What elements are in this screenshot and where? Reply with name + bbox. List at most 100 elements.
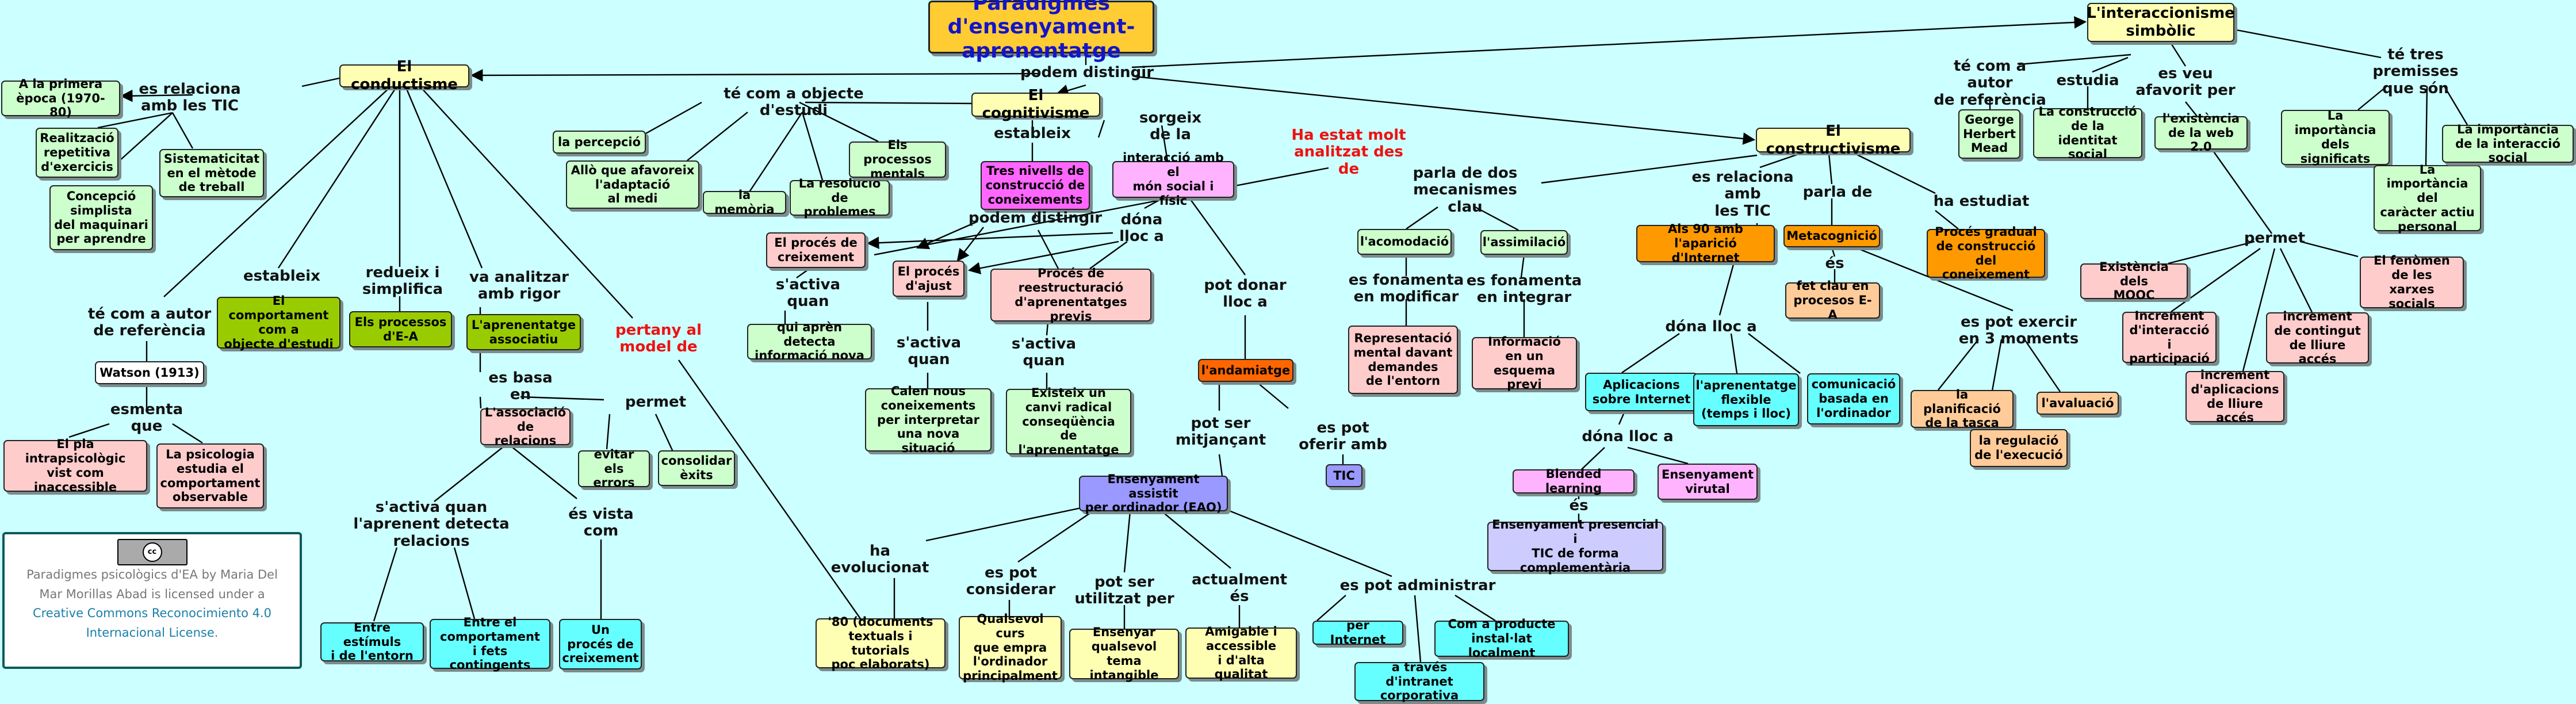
metacognicio-node[interactable]: Metacognició — [1783, 225, 1880, 247]
link-te-autor-int: té com a autor de referència — [1934, 58, 2046, 109]
aplicacions-internet-node[interactable]: Aplicacions sobre Internet — [1585, 373, 1698, 411]
estimuls-entorn-node[interactable]: Entre estímuls i de l'entorn — [320, 621, 424, 663]
avaluacio-node[interactable]: l'avaluació — [2037, 392, 2119, 415]
license-text-line2: Mar Morillas Abad is licensed under a — [39, 587, 265, 601]
qualsevol-curs-node[interactable]: Qualsevol curs que empra l'ordinador pri… — [959, 612, 1062, 683]
reestructuracio-node[interactable]: Procés de reestructuració d'aprenentatge… — [990, 266, 1151, 323]
importancia-actiu-node[interactable]: La importància del caràcter actiu person… — [2374, 163, 2481, 234]
creative-commons-badge-icon[interactable]: cc — [117, 539, 187, 565]
blended-node[interactable]: Blended learning — [1513, 467, 1635, 495]
primera-epoca-node[interactable]: A la primera època (1970-80) — [1, 77, 120, 119]
link-sactiva1: s'activa quan — [775, 276, 841, 310]
processos-mentals-node[interactable]: Els processos mentals — [849, 138, 946, 181]
presencial-node[interactable]: Ensenyament presencial i TIC de forma co… — [1487, 518, 1663, 575]
ensenyar-node[interactable]: Ensenyar qualsevol tema intangible — [1069, 625, 1179, 682]
link-fonamenta-modificar: es fonamenta en modificar — [1348, 271, 1464, 305]
link-dona-lloc-tic: dóna lloc a — [1665, 318, 1757, 336]
sistematicitat-node[interactable]: Sistematicitat en el mètode de treball — [159, 149, 264, 197]
informacio-node[interactable]: Informació en un esquema previ — [1472, 335, 1577, 391]
aprenentatge-associatiu-node[interactable]: L'aprenentatge associatiu — [466, 314, 581, 350]
importancia-significats-node[interactable]: La importància dels significats — [2281, 109, 2390, 166]
interaccionisme-node[interactable]: L'interaccionisme simbòlic — [2087, 3, 2235, 42]
link-te-autor-con: té com a autor de referència — [87, 305, 212, 339]
watson-node[interactable]: Watson (1913) — [95, 361, 204, 384]
tic-node[interactable]: TIC — [1326, 464, 1362, 487]
link-es-pot-considerar: es pot considerar — [966, 564, 1056, 598]
link-estudia: estudia — [2056, 72, 2119, 90]
resolucio-node[interactable]: La resolució de problemes — [790, 177, 890, 219]
proces-gradual-node[interactable]: Procés gradual de construcció del coneix… — [1927, 225, 2045, 281]
vuitanta-node[interactable]: '80 (documents textuals i tutorials poc … — [816, 615, 946, 671]
mead-node[interactable]: George Herbert Mead — [1958, 109, 2020, 159]
constructivisme-node[interactable]: El constructivisme — [1756, 123, 1911, 158]
link-redueix: redueix i simplifica — [362, 263, 443, 298]
realitzacio-node[interactable]: Realització repetitiva d'exercicis — [36, 128, 118, 178]
aprenentatge-flexible-node[interactable]: l'aprenentatge flexible (temps i lloc) — [1693, 373, 1799, 426]
license-link-line2[interactable]: Internacional License — [86, 625, 215, 640]
comunicacio-node[interactable]: comunicació basada en l'ordinador — [1807, 373, 1900, 424]
link-podem-distingir: podem distingir — [1020, 64, 1154, 82]
conductisme-node[interactable]: El conductisme — [339, 58, 469, 93]
proces-creixement-b-node[interactable]: Un procés de creixement — [559, 619, 642, 669]
tres-nivells-node[interactable]: Tres nivells de construcció de coneixeme… — [981, 161, 1090, 210]
psicologia-node[interactable]: La psicologia estudia el comportament ob… — [156, 443, 264, 508]
com-producte-node[interactable]: Com a producte instal·lat localment — [1434, 617, 1569, 660]
link-sactiva2: s'activa quan — [896, 334, 962, 368]
fet-clau-node[interactable]: fet clau en procesos E-A — [1785, 279, 1880, 322]
license-link-line1[interactable]: Creative Commons Reconocimiento 4.0 — [32, 606, 272, 621]
per-internet-node[interactable]: per Internet — [1312, 618, 1403, 646]
cognitivisme-node[interactable]: El cognitivisme — [971, 87, 1100, 122]
xarxes-socials-node[interactable]: El fenòmen de les xarxes socials — [2360, 254, 2464, 311]
link-es-pot-exercir: es pot exercir en 3 moments — [1958, 313, 2079, 347]
link-pot-donar: pot donar lloc a — [1204, 276, 1287, 311]
mooc-node[interactable]: Existència dels MOOC — [2080, 260, 2188, 302]
importancia-interaccio-node[interactable]: La importància de la interacció social — [2442, 123, 2574, 164]
intranet-node[interactable]: a través d'intranet corporativa — [1354, 660, 1484, 702]
regulacio-node[interactable]: la regulació de l'execució — [1970, 429, 2068, 467]
eao-node[interactable]: Ensenyament assistit per ordinador (EAO) — [1079, 472, 1228, 514]
proces-creixement-node[interactable]: El procés de creixement — [766, 232, 866, 268]
link-dona-lloc-apl: dóna lloc a — [1582, 428, 1674, 446]
amigable-node[interactable]: Amigable i accessible i d'alta qualitat — [1185, 625, 1297, 681]
link-es-veu: es veu afavorit per — [2135, 64, 2236, 99]
assimilacio-node[interactable]: l'assimilació — [1480, 230, 1568, 255]
allo-node[interactable]: Allò que afavoreix l'adaptació al medi — [566, 160, 699, 209]
link-parla-de: parla de — [1802, 183, 1873, 201]
planificacio-node[interactable]: la planificació de la tasca — [1911, 388, 2014, 430]
increment-aplicacions-node[interactable]: increment d'aplicacions de lliure accés — [2185, 368, 2284, 424]
link-te-tres: té tres premisses que són — [2372, 46, 2459, 97]
anys90-node[interactable]: Als 90 amb l'aparició d'Internet — [1636, 222, 1775, 265]
concepcio-node[interactable]: Concepció simplista del maquinari per ap… — [49, 185, 153, 250]
acomodacio-node[interactable]: l'acomodació — [1357, 229, 1452, 255]
link-ha-estudiat: ha estudiat — [1933, 193, 2030, 211]
representacio-node[interactable]: Representació mental davant demandes de … — [1348, 326, 1458, 394]
percepcio-node[interactable]: la percepció — [553, 131, 646, 154]
increment-interaccio-node[interactable]: Increment d'interacció i participació — [2122, 309, 2217, 365]
processos-ea-node[interactable]: Els processos d'E-A — [349, 311, 452, 347]
title-node[interactable]: Paradigmes d'ensenyament-aprenentatge — [928, 0, 1154, 63]
construccio-social-node[interactable]: La construcció de la identitat social — [2033, 105, 2142, 161]
virtual-node[interactable]: Ensenyament virutal — [1658, 464, 1758, 500]
comportament-fets-node[interactable]: Entre el comportament i fets contingents — [430, 615, 550, 672]
interaccio-mon-node[interactable]: interacció amb el món social i físic — [1112, 151, 1234, 208]
consolidar-exits-node[interactable]: consolidar èxits — [658, 450, 735, 486]
link-estableix-con: estableix — [243, 267, 320, 285]
web20-node[interactable]: l'existència de la web 2.0 — [2154, 112, 2248, 154]
proces-ajust-node[interactable]: El procés d'ajust — [893, 261, 964, 297]
memoria-node[interactable]: la memòria — [703, 188, 786, 216]
pla-intrapsicologic-node[interactable]: El pla intrapsicològic vist com inaccess… — [3, 437, 147, 494]
license-tail: . — [214, 625, 219, 640]
link-sorgeix: sorgeix de la — [1139, 109, 1202, 143]
comportament-objecte-node[interactable]: El comportament com a objecte d'estudi — [217, 294, 340, 351]
link-es-relaciona-tic: es relaciona amb les TIC — [139, 80, 241, 114]
associacio-relacions-node[interactable]: L'associació de relacions — [480, 405, 571, 447]
existeix-node[interactable]: Existeix un canvi radical conseqüència d… — [1006, 386, 1131, 457]
evitar-errors-node[interactable]: evitar els errors — [578, 447, 650, 489]
link-permet-con: permet — [625, 393, 687, 411]
link-es-relaciona-tic2: es relaciona amb les TIC — [1691, 169, 1794, 220]
qui-apren-node[interactable]: qui aprèn detecta informació nova — [747, 320, 872, 362]
andamiatge-node[interactable]: l'andamiatge — [1198, 359, 1293, 382]
calen-node[interactable]: Calen nous coneixements per interpretar … — [865, 384, 992, 455]
link-permet-web: permet — [2244, 229, 2306, 247]
increment-contingut-node[interactable]: increment de contingut de lliure accés — [2266, 309, 2369, 366]
